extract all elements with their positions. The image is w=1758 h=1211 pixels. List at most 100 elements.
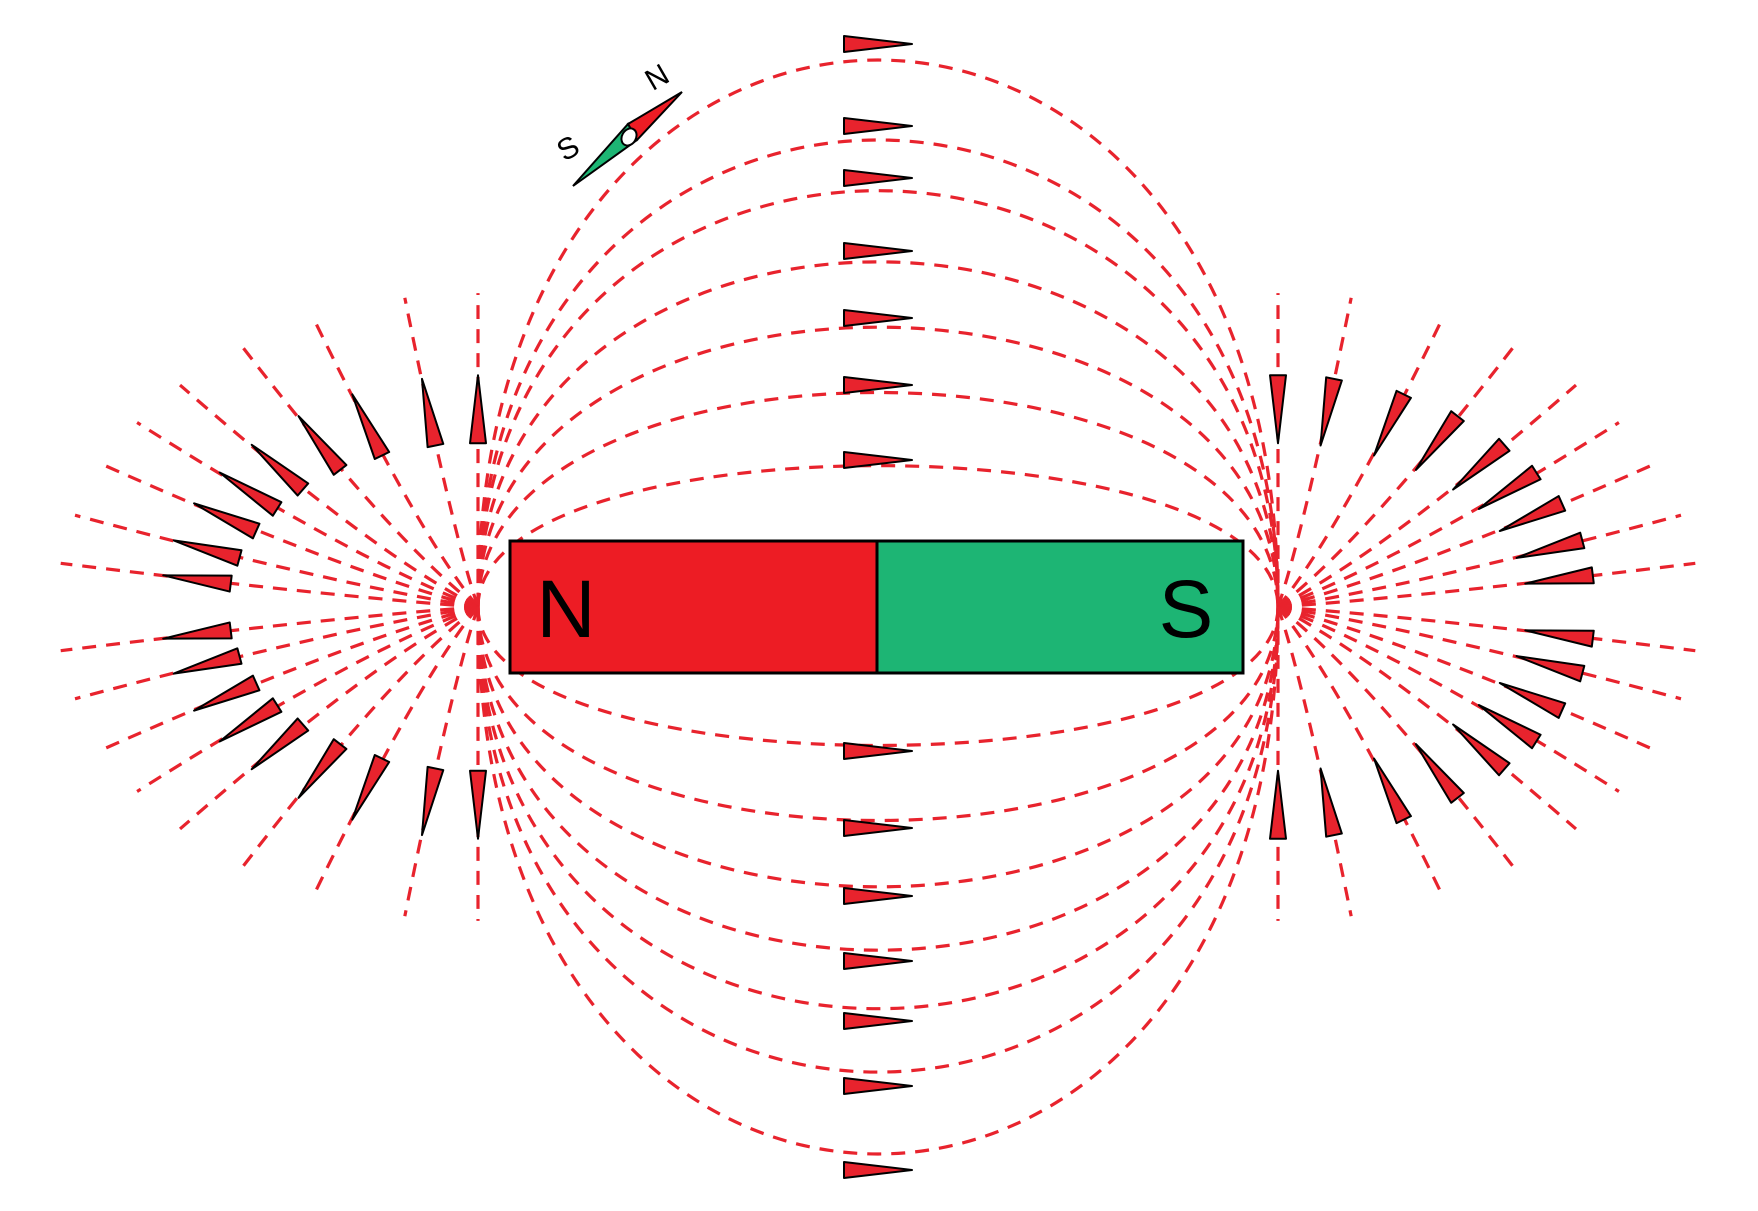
compass-north-label: N [640, 58, 675, 97]
field-line-left-14 [178, 605, 479, 831]
field-arrow-right-2 [1319, 376, 1343, 447]
field-line-left-12 [101, 605, 479, 751]
field-line-bottom-4 [476, 606, 1280, 952]
field-arrow-right-15 [1414, 743, 1465, 804]
field-line-bottom-5 [476, 606, 1280, 889]
field-arrow-top-3 [843, 169, 913, 187]
field-line-bottom-2 [476, 606, 1280, 1074]
compass-south-label: S [551, 129, 585, 168]
field-arrow-left-4 [297, 415, 348, 476]
field-line-top-6 [476, 390, 1280, 608]
field-lines [60, 58, 1696, 1156]
field-arrow-top-5 [843, 309, 913, 327]
field-arrow-left-7 [193, 502, 261, 540]
field-line-top-1 [476, 58, 1280, 608]
field-line-left-11 [74, 605, 479, 701]
field-line-left-13 [136, 605, 479, 793]
field-arrow-right-7 [1498, 495, 1567, 533]
field-arrow-left-1 [469, 374, 487, 445]
field-line-right-14 [1277, 605, 1578, 831]
field-line-right-9 [1277, 561, 1696, 609]
field-line-top-7 [476, 464, 1280, 608]
field-line-right-6 [1277, 421, 1620, 609]
bar-magnet: N S [508, 539, 1245, 675]
field-line-bottom-1 [476, 606, 1280, 1156]
field-arrow-left-2 [420, 377, 445, 449]
field-line-left-15 [241, 605, 479, 869]
field-line-right-5 [1277, 383, 1578, 609]
field-arrow-top-6 [843, 376, 913, 394]
field-arrow-left-9 [162, 574, 233, 593]
field-line-right-10 [1277, 605, 1696, 653]
field-arrow-bottom-4 [843, 952, 913, 970]
field-line-left-10 [60, 605, 479, 653]
field-line-top-4 [476, 260, 1280, 608]
field-arrow-left-6 [218, 471, 283, 517]
field-arrow-left-15 [297, 738, 348, 799]
field-arrow-right-9 [1524, 566, 1595, 585]
field-line-bottom-3 [476, 606, 1280, 1011]
field-arrow-top-7 [843, 451, 913, 469]
field-arrow-bottom-6 [843, 819, 913, 837]
field-arrow-bottom-3 [843, 1012, 913, 1030]
field-arrow-bottom-1 [843, 1161, 913, 1179]
field-arrow-bottom-2 [843, 1077, 913, 1095]
north-pole-label: N [536, 564, 595, 655]
field-arrow-right-13 [1477, 704, 1542, 750]
compass: N S [551, 58, 683, 187]
field-arrow-right-8 [1515, 531, 1586, 559]
field-line-left-16 [311, 605, 480, 897]
field-line-right-7 [1277, 463, 1655, 609]
field-arrow-top-1 [843, 35, 913, 53]
field-arrow-top-2 [843, 117, 913, 135]
field-arrow-left-13 [218, 697, 283, 743]
field-line-bottom-6 [476, 606, 1280, 823]
field-arrow-left-10 [162, 621, 233, 640]
field-arrow-right-18 [1269, 769, 1287, 840]
field-arrow-right-10 [1524, 629, 1595, 648]
field-line-left-17 [403, 606, 480, 917]
field-arrow-left-8 [172, 539, 243, 567]
field-arrow-bottom-5 [843, 887, 913, 905]
field-line-right-3 [1276, 317, 1445, 609]
field-arrow-top-4 [843, 242, 913, 260]
field-line-right-4 [1277, 345, 1515, 609]
field-arrow-left-3 [351, 393, 391, 460]
field-line-top-2 [476, 138, 1280, 608]
field-line-right-13 [1277, 605, 1620, 793]
field-arrow-left-12 [193, 674, 261, 712]
field-arrow-right-17 [1319, 767, 1343, 838]
field-arrow-left-14 [250, 717, 310, 771]
field-line-left-7 [101, 463, 479, 609]
field-arrow-left-18 [469, 769, 487, 840]
field-arrow-right-4 [1414, 410, 1465, 471]
field-arrow-right-3 [1373, 389, 1412, 457]
field-line-left-8 [74, 513, 479, 609]
south-pole-label: S [1159, 564, 1214, 655]
field-line-right-11 [1277, 605, 1682, 701]
field-line-left-6 [136, 421, 479, 609]
field-arrows [162, 35, 1595, 1179]
field-line-left-3 [311, 317, 480, 609]
magnet-south-half [875, 539, 1245, 675]
magnet-north-half [508, 539, 879, 675]
field-arrow-right-14 [1452, 723, 1511, 777]
field-arrow-right-1 [1269, 374, 1287, 445]
field-arrow-left-17 [420, 765, 445, 837]
field-line-right-8 [1277, 513, 1682, 609]
field-line-right-15 [1277, 605, 1515, 869]
field-line-left-9 [60, 561, 479, 609]
field-arrow-right-11 [1515, 655, 1586, 683]
field-arrow-left-5 [250, 443, 310, 497]
field-arrow-right-5 [1452, 437, 1511, 491]
field-arrow-right-12 [1498, 681, 1567, 719]
field-arrow-left-11 [172, 647, 243, 675]
field-line-left-2 [403, 297, 480, 608]
field-line-right-17 [1276, 606, 1353, 917]
field-arrow-left-16 [351, 754, 391, 821]
field-line-top-5 [476, 325, 1280, 608]
field-line-top-3 [476, 189, 1280, 608]
field-arrow-right-16 [1373, 757, 1412, 825]
field-line-left-5 [178, 383, 479, 609]
